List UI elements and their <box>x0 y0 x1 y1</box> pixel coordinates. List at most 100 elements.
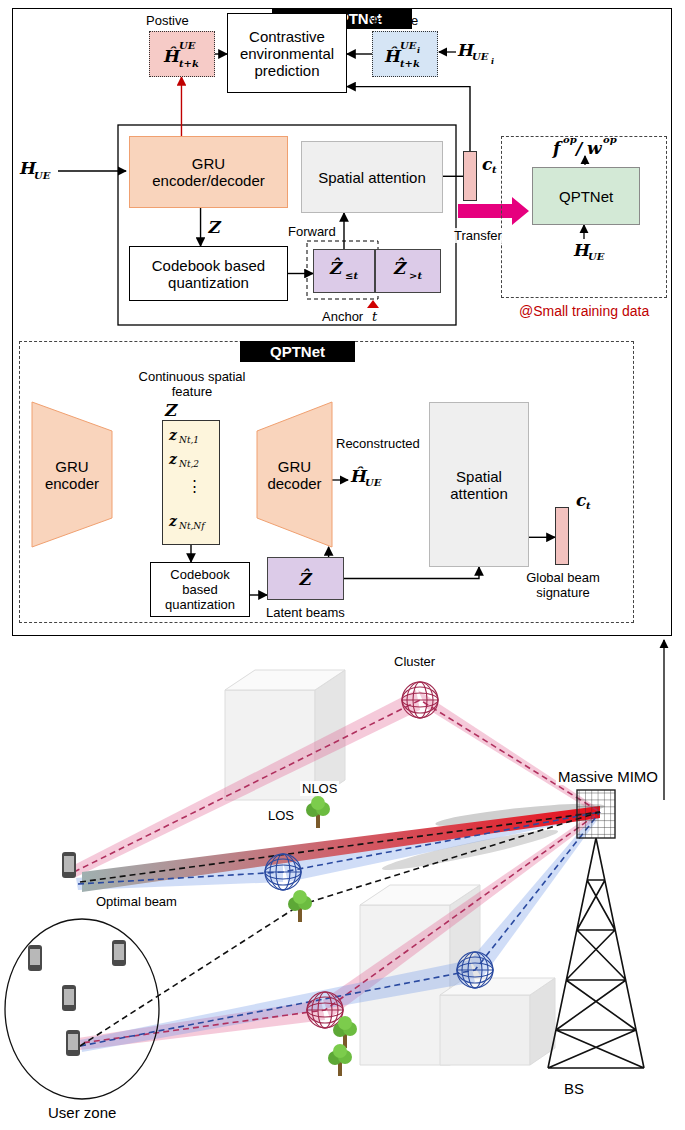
text-label: H <box>20 158 36 178</box>
beam <box>72 690 605 1052</box>
text-label: UE <box>472 51 488 62</box>
node-text: Spatial attention <box>307 169 437 186</box>
quantizer-box: Codebook based quantization <box>129 246 288 301</box>
text-label: Transfer <box>452 228 504 243</box>
text-label: H <box>458 40 474 60</box>
transfer-panel: @Small training dataQPTNet <box>501 136 667 298</box>
node-text: @Small training data <box>519 303 649 319</box>
feature-column: Continuous spatial featureZzNt,1zNt,2⋮zN… <box>162 420 220 545</box>
latent-box: Ẑ≤t <box>313 249 375 293</box>
attention-box: Spatial attention <box>429 402 529 567</box>
node-text: Postive <box>146 13 189 28</box>
node-text: Ĥ <box>385 46 401 66</box>
text-label: op <box>603 134 617 145</box>
text-label: UE <box>365 477 381 488</box>
node-text: Continuous spatial feature <box>129 369 255 399</box>
node-text: GRU decoder <box>262 458 328 492</box>
gru-decoder: GRU decoder <box>257 402 332 547</box>
input-arrow <box>58 170 126 171</box>
transfer-arrow <box>458 197 529 225</box>
latent-box: Ẑ>t <box>375 249 441 293</box>
anchor-marker <box>367 300 379 308</box>
text-label: / <box>576 138 582 158</box>
connector <box>190 545 191 562</box>
connector <box>328 547 329 557</box>
node-text: GRU encoder/decoder <box>149 155 269 189</box>
node-text: z <box>169 427 177 443</box>
node-text: Negative <box>367 13 418 28</box>
path-line <box>74 700 600 1046</box>
text-label: Anchor <box>322 309 363 324</box>
node-text: z <box>169 451 177 467</box>
connector <box>347 53 372 54</box>
gru-box: GRU encoder/decoder <box>129 136 288 208</box>
connector <box>288 273 313 274</box>
trapezoid <box>257 402 332 547</box>
text-label: t <box>372 309 377 324</box>
node-text: Codebook based quantization <box>153 567 247 612</box>
text-label: Ĥ <box>351 466 367 486</box>
connector <box>181 77 182 136</box>
input-arrow <box>439 51 456 52</box>
shape-outline <box>4 918 160 1100</box>
node-text: Global beam signature <box>523 570 603 600</box>
edge-label: Z <box>207 217 223 237</box>
connector <box>343 213 344 249</box>
context-bracket <box>307 241 378 299</box>
base-station <box>548 790 644 1068</box>
node-text: Ẑ <box>394 258 406 278</box>
text-label: Massive MIMO <box>556 768 660 785</box>
node-text: t <box>492 164 497 175</box>
node-text: c <box>482 154 492 174</box>
cluster-sphere <box>265 682 493 1028</box>
connector <box>529 537 555 538</box>
text-label: UE <box>34 170 50 181</box>
negative-sample-box: NegativeĤUEit+k <box>372 31 438 77</box>
latent-box: ẐLatent beams <box>267 557 344 600</box>
connector <box>344 567 479 579</box>
node-text: ⋮ <box>187 477 202 495</box>
node-text: UE <box>400 40 416 51</box>
node-text: QPTNet <box>559 188 613 205</box>
node-text: Z <box>165 400 177 420</box>
node-text: t+k <box>400 58 420 69</box>
text-label: H <box>574 240 590 260</box>
text-label: Optimal beam <box>94 894 179 909</box>
node-text: GRU encoder <box>37 458 107 492</box>
output-arrow <box>331 479 348 480</box>
encoder-frame <box>118 125 456 325</box>
node-text: ≤t <box>345 270 358 281</box>
node-text: User zone <box>48 1104 116 1121</box>
node-text: Nt,Nf <box>179 521 205 531</box>
user-device <box>28 852 126 1056</box>
qptnet-box: QPTNet <box>532 167 640 225</box>
tree <box>288 796 357 1076</box>
signature-bar: ct <box>463 151 477 201</box>
positive-sample-box: PostiveĤUEt+k <box>149 31 215 77</box>
node-text: Ẑ <box>300 569 312 589</box>
node-text: Contrastive environmental prediction <box>231 28 343 79</box>
node-text: Codebook based quantization <box>134 257 284 291</box>
edge-label: Forward <box>286 224 338 239</box>
text-label: i <box>491 56 494 66</box>
text-label: f <box>553 138 560 158</box>
node-text: Nt,1 <box>179 435 199 445</box>
connector <box>215 53 227 54</box>
connector <box>250 594 267 595</box>
user-zone: User zone <box>4 918 160 1100</box>
qptnet-frame: QPTNetGRU encoderContinuous spatial feat… <box>19 341 634 623</box>
text-label: Cluster <box>392 654 437 669</box>
text-label: UE <box>588 251 604 262</box>
text-label: NLOS <box>300 781 339 796</box>
connector <box>200 208 201 246</box>
node-text: t <box>586 500 591 511</box>
quantizer-box: Codebook based quantization <box>150 562 250 617</box>
node-text: >t <box>409 270 422 281</box>
process-box: Contrastive environmental prediction <box>227 13 347 93</box>
gru-encoder: GRU encoder <box>32 402 112 547</box>
node-text: Spatial attention <box>434 468 524 502</box>
node-text: Latent beams <box>266 605 345 620</box>
text-label: LOS <box>266 808 296 823</box>
text-label: w <box>587 138 602 158</box>
